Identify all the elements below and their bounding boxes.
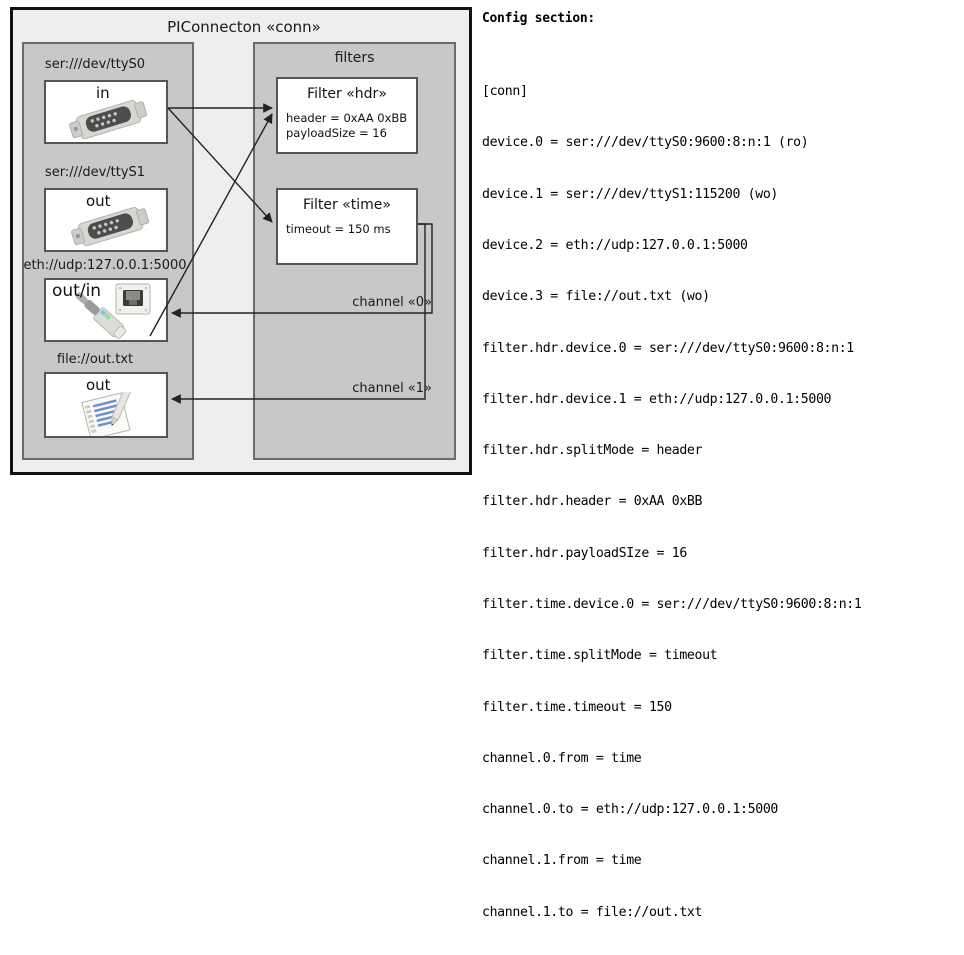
ethernet-jack-icon (76, 283, 151, 339)
device-node-ttyS1[interactable]: out (44, 188, 168, 252)
config-line: channel.1.to = file://out.txt (482, 904, 703, 920)
page-title: PIConnecton «conn» (167, 18, 321, 36)
config-line: device.3 = file://out.txt (wo) (482, 289, 710, 305)
channel-label-0: channel «0» (352, 295, 432, 310)
config-line: channel.1.from = time (482, 853, 642, 869)
filter-attrs-time: timeout = 150 ms (286, 222, 391, 237)
filter-attr: payloadSize = 16 (286, 126, 387, 140)
device-label-file: file://out.txt (56, 352, 134, 367)
device-direction-eth: out/in (52, 281, 102, 301)
config-line: filter.hdr.device.1 = eth://udp:127.0.0.… (482, 391, 832, 407)
filter-attrs-hdr: header = 0xAA 0xBB payloadSize = 16 (286, 111, 407, 141)
filter-title-time: Filter «time» (303, 197, 391, 213)
device-node-file[interactable]: out (44, 372, 168, 438)
filters-group-title: filters (334, 50, 375, 66)
device-direction-ttyS1: out (86, 192, 111, 210)
diagram-page: PIConnecton «conn» filters ser:///dev/tt… (10, 7, 962, 920)
device-direction-ttyS0: in (96, 84, 110, 102)
config-line: device.0 = ser:///dev/ttyS0:9600:8:n:1 (… (482, 135, 809, 151)
filter-attr: header = 0xAA 0xBB (286, 111, 408, 125)
serial-port-icon (69, 99, 148, 140)
config-line: filter.hdr.payloadSIze = 16 (482, 545, 687, 561)
config-line: filter.time.splitMode = timeout (482, 648, 718, 664)
text-file-icon (81, 392, 133, 436)
filter-node-time[interactable]: Filter «time» timeout = 150 ms (276, 188, 418, 265)
filter-node-hdr[interactable]: Filter «hdr» header = 0xAA 0xBB payloadS… (276, 77, 418, 154)
config-line: filter.hdr.header = 0xAA 0xBB (482, 494, 703, 510)
config-heading: Config section: (482, 11, 595, 26)
config-section: Config section: [conn] device.0 = ser://… (482, 7, 962, 920)
config-body: [conn] device.0 = ser:///dev/ttyS0:9600:… (482, 49, 862, 955)
config-line: channel.0.from = time (482, 750, 642, 766)
filter-attr: timeout = 150 ms (286, 222, 391, 236)
device-label-eth: eth://udp:127.0.0.1:5000 (23, 258, 187, 273)
serial-port-icon (71, 206, 150, 247)
device-direction-file: out (86, 376, 111, 394)
device-node-eth[interactable]: out/in (44, 278, 168, 342)
config-line: filter.time.timeout = 150 (482, 699, 672, 715)
config-line: device.1 = ser:///dev/ttyS1:115200 (wo) (482, 186, 778, 202)
device-label-ttyS0: ser:///dev/ttyS0 (44, 57, 146, 72)
config-line: channel.0.to = eth://udp:127.0.0.1:5000 (482, 802, 778, 818)
config-line: filter.time.device.0 = ser:///dev/ttyS0:… (482, 597, 862, 612)
channel-label-1: channel «1» (352, 381, 432, 396)
config-line: filter.hdr.device.0 = ser:///dev/ttyS0:9… (482, 340, 854, 356)
config-line: device.2 = eth://udp:127.0.0.1:5000 (482, 238, 748, 254)
config-line: [conn] (482, 84, 528, 100)
device-label-ttyS1: ser:///dev/ttyS1 (44, 165, 146, 180)
filter-title-hdr: Filter «hdr» (307, 86, 387, 102)
device-node-ttyS0[interactable]: in (44, 80, 168, 144)
config-line: filter.hdr.splitMode = header (482, 443, 703, 459)
